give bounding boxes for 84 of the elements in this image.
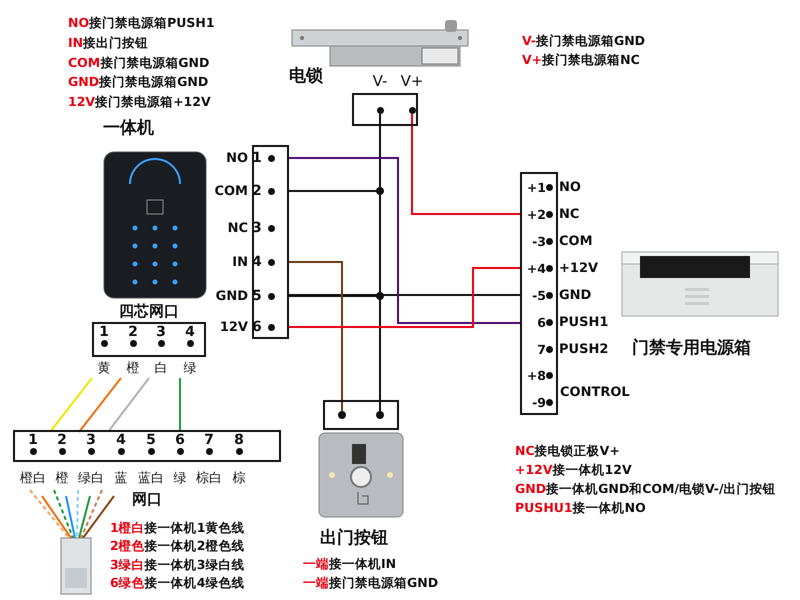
pin-number: 7 [536,342,546,356]
note-text: 3绿白接一体机3绿白线 [110,557,244,574]
pin-label: 绿 [174,470,186,487]
note-text: 一端接门禁电源箱GND [303,575,438,592]
wire [287,267,522,328]
device-caption: 电锁 [289,65,323,87]
pin-number: 6 [175,432,185,448]
pin-number: -5 [531,288,546,302]
pin-label: GND [214,288,248,304]
pin-label: NO [559,180,581,194]
connector-caption: 网口 [131,490,163,509]
pin-label: PUSH1 [559,314,608,330]
note-text: GND接一体机GND和COM/电锁V-/出门按钮 [515,481,776,498]
pin-label: 绿 [184,360,196,377]
note-text: +12V接一体机12V [515,462,632,479]
connector-caption: 四芯网口 [118,302,180,321]
terminal-dot [376,411,384,419]
pin-label: V+ [400,72,424,92]
pin-number: 1 [99,324,109,340]
pin-number: 2 [128,324,138,340]
wire [287,294,522,296]
note-text: CONTROL [560,385,630,400]
note-text: 一端接一体机IN [303,556,396,573]
wire [287,261,343,411]
note-text: 1橙白接一体机1黄色线 [110,520,244,537]
pin-label: NO [225,150,248,166]
device-caption: 出门按钮 [320,527,388,549]
note-text: V+接门禁电源箱NC [522,52,640,69]
wire [107,377,150,433]
wire [49,377,93,433]
pin-number: 6 [536,314,546,330]
pin-number: 4 [185,324,195,340]
pin-number: +8 [526,368,546,382]
pin-number: 7 [204,432,214,448]
pin-label: COM [213,184,248,198]
pin-number: 3 [86,432,96,448]
pin-number: 1 [252,150,263,166]
pin-label: 蓝白 [138,470,164,487]
pin-label: IN [231,254,248,270]
pin-label: 蓝 [114,470,128,487]
pin-label: NC [226,220,248,236]
pin-label: 12V [218,320,248,334]
note-text: 12V接门禁电源箱+12V [68,94,211,111]
pin-label: 橙 [126,360,140,377]
pin-label: 棕 [232,470,246,487]
pin-label: 橙 [56,470,68,487]
note-text: GND接门禁电源箱GND [68,74,208,91]
pin-label: 白 [154,360,168,377]
note-text: NO接门禁电源箱PUSH1 [68,15,215,32]
pin-number: 4 [116,432,126,448]
pin-number: -3 [531,234,546,248]
note-text: COM接门禁电源箱GND [68,55,210,72]
pin-label: GND [559,288,592,302]
device-caption: 一体机 [103,117,154,139]
pin-label: 绿白 [78,470,104,487]
wire [179,378,181,432]
pin-label: 橙白 [20,470,46,487]
pin-number: 5 [146,432,156,448]
pin-label: PUSH2 [559,342,608,356]
pin-label: 棕白 [196,470,222,487]
pin-number: 3 [156,324,166,340]
pin-label: COM [559,234,593,248]
pin-label: V- [372,72,388,92]
pin-number: 8 [234,432,244,448]
pin-number: 1 [28,432,38,448]
pin-label: 黄 [98,360,110,377]
note-text: 2橙色接一体机2橙色线 [110,538,244,555]
wire [78,377,122,433]
pin-number: +4 [526,260,546,276]
device-caption: 门禁专用电源箱 [632,337,751,359]
wire [411,114,522,215]
wire [287,157,522,324]
note-text: 6绿色接一体机4绿色线 [110,575,244,592]
pin-number: 2 [57,432,67,448]
note-text: PUSHU1接一体机NO [515,500,646,517]
pin-label: NC [559,206,580,222]
note-text: V-接门禁电源箱GND [522,33,646,50]
note-text: IN接出门按钮 [68,35,148,52]
note-text: NC接电锁正极V+ [515,443,620,460]
pin-number: -9 [531,394,546,410]
pin-number: +2 [526,206,546,222]
pin-label: +12V [559,260,598,276]
terminal-dot [338,411,346,419]
pin-number: +1 [526,180,546,194]
